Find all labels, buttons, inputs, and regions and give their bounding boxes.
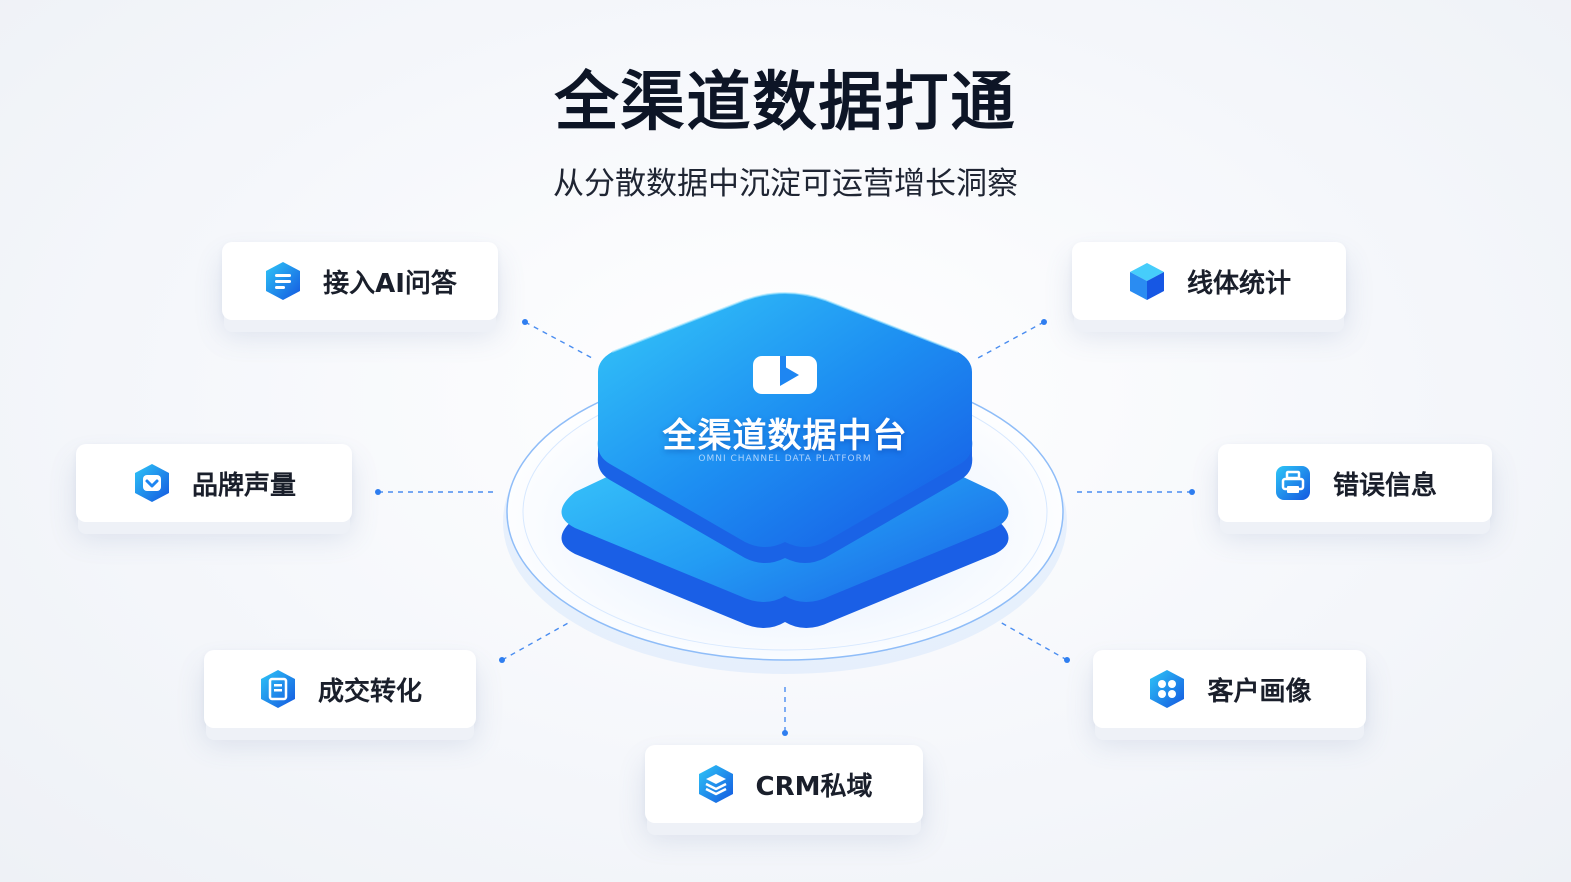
connector-dot	[499, 657, 505, 663]
connector-dot	[782, 730, 788, 736]
node-label: 线体统计	[1186, 268, 1291, 299]
node-label: CRM私域	[755, 771, 873, 802]
page-subtitle: 从分散数据中沉淀可运营增长洞察	[553, 166, 1018, 202]
connector-dots	[375, 319, 1195, 736]
page-title: 全渠道数据打通	[554, 66, 1017, 140]
receipt-icon	[260, 670, 295, 708]
play-window-icon	[753, 356, 817, 394]
connector-line-stats	[977, 321, 1045, 359]
node-card-customer-profile[interactable]: 客户画像	[1093, 650, 1366, 728]
node-label: 客户画像	[1207, 676, 1312, 707]
connector-ai-qa	[524, 321, 593, 359]
node-label: 品牌声量	[191, 470, 296, 501]
node-card-conversion[interactable]: 成交转化	[204, 650, 476, 728]
node-card-crm[interactable]: CRM私域	[645, 745, 923, 823]
document-lines-icon	[266, 262, 301, 300]
node-card-line-stats[interactable]: 线体统计	[1072, 242, 1346, 320]
upper-slab	[597, 293, 973, 547]
cube-icon	[1129, 263, 1164, 300]
node-label: 错误信息	[1332, 470, 1437, 501]
node-label: 接入AI问答	[323, 268, 457, 299]
layers-icon	[698, 765, 733, 803]
connector-dot	[1041, 319, 1047, 325]
printer-icon	[1275, 466, 1310, 500]
hub-title: 全渠道数据中台	[662, 416, 908, 456]
upper-slab-highlight	[611, 292, 959, 353]
connector-customer-profile	[999, 621, 1068, 661]
node-card-ai-qa[interactable]: 接入AI问答	[222, 242, 498, 320]
grid-dots-icon	[1150, 670, 1185, 708]
node-card-error-info[interactable]: 错误信息	[1218, 444, 1492, 522]
connector-dot	[522, 319, 528, 325]
connector-lines	[378, 321, 1192, 733]
hub-subtitle: OMNI CHANNEL DATA PLATFORM	[698, 454, 872, 464]
connector-dot	[1189, 489, 1195, 495]
chevron-badge-icon	[134, 464, 169, 502]
connector-conversion	[501, 621, 571, 661]
node-card-brand-voice[interactable]: 品牌声量	[76, 444, 352, 522]
connector-dot	[375, 489, 381, 495]
node-label: 成交转化	[317, 676, 422, 707]
connector-dot	[1064, 657, 1070, 663]
